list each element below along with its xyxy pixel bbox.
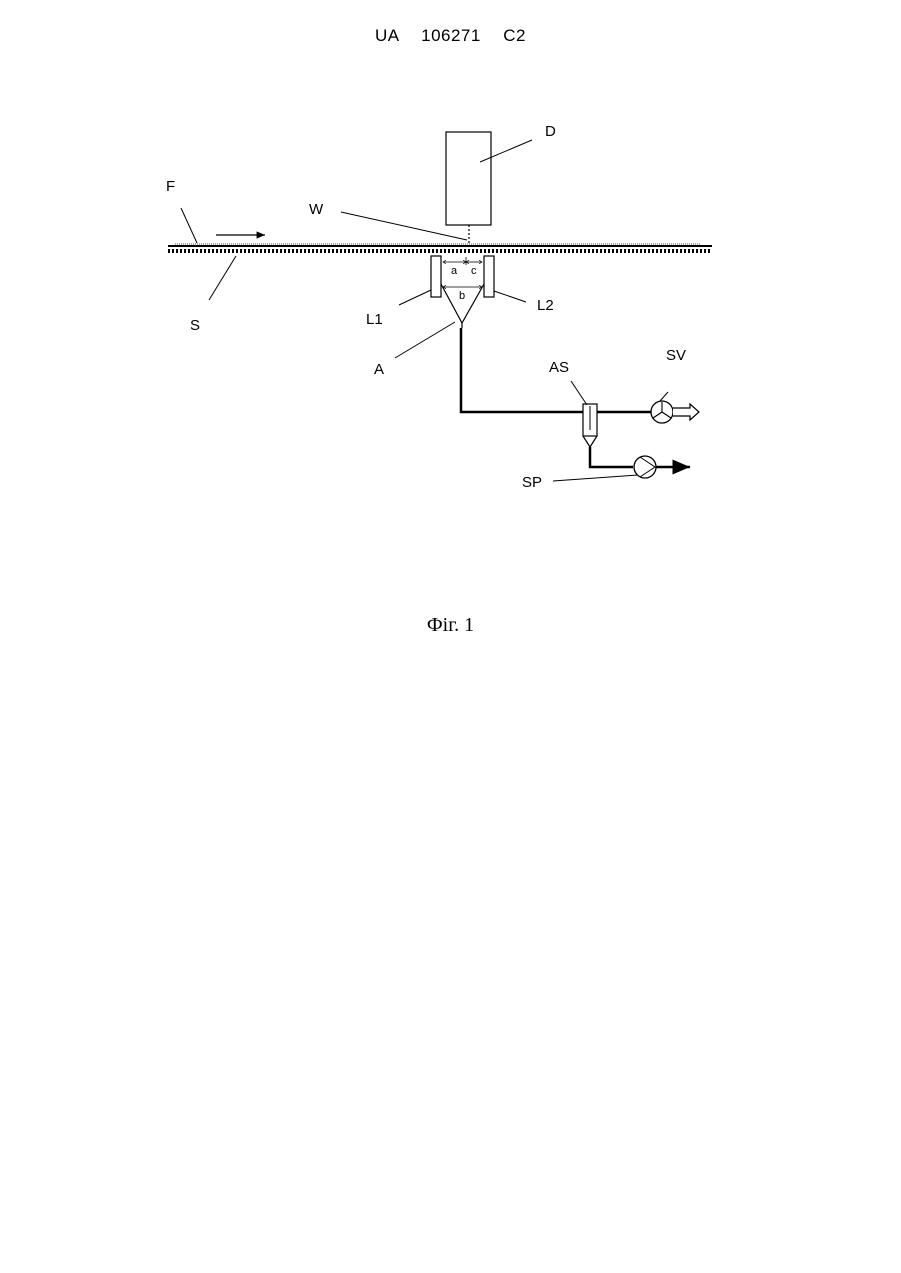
label-w: W [309, 201, 324, 218]
pipe-to-pump [590, 447, 633, 467]
separator-as [571, 381, 597, 447]
label-d: D [545, 123, 556, 140]
label-s: S [190, 317, 200, 334]
dim-label-c: c [471, 265, 477, 277]
leader-sp [553, 475, 638, 481]
label-as: AS [549, 359, 569, 376]
leader-l2 [494, 291, 526, 302]
leader-l1 [399, 290, 431, 305]
figure-caption: Фіг. 1 [0, 614, 901, 637]
fan-sv [651, 392, 673, 423]
leader-f [181, 208, 197, 243]
leader-w [341, 212, 467, 240]
leader-a [395, 322, 455, 358]
label-f: F [166, 178, 175, 195]
fan-exhaust-arrow [673, 404, 699, 420]
label-sv: SV [666, 347, 686, 364]
label-l1: L1 [366, 311, 383, 328]
device-d [446, 132, 532, 248]
conveyor-belt [168, 244, 712, 251]
dim-label-b: b [459, 290, 465, 302]
label-sp: SP [522, 474, 542, 491]
dim-label-a: a [451, 265, 458, 277]
label-a: A [374, 361, 384, 378]
leader-s [209, 256, 236, 300]
label-l2: L2 [537, 297, 554, 314]
